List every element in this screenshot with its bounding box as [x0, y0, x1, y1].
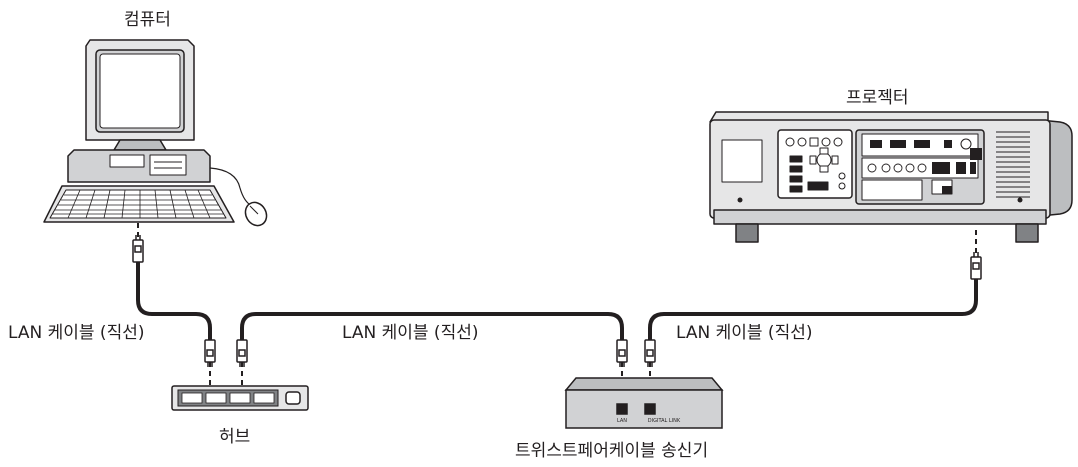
cable-label-hub-transmitter: LAN 케이블 (직선)	[342, 323, 479, 343]
digital-link-port-icon	[644, 403, 656, 415]
cable-hub-transmitter	[240, 312, 624, 342]
connector-computer	[132, 235, 144, 263]
mouse-icon	[244, 201, 268, 227]
vent-grille-icon	[996, 131, 1030, 198]
projector-foot-icon	[1015, 223, 1039, 243]
cable-label-computer-hub: LAN 케이블 (직선)	[8, 323, 145, 343]
transmitter-dl-port-label: DIGITAL LINK	[648, 418, 681, 424]
projector-digital-link-port-icon	[970, 148, 982, 160]
transmitter-label: 트위스트페어케이블 송신기	[515, 441, 709, 461]
lan-port-icon	[616, 403, 628, 415]
mouse-cable	[209, 167, 253, 207]
connector-hub-right	[236, 339, 248, 367]
hub-icon	[171, 385, 309, 411]
computer-label: 컴퓨터	[124, 10, 171, 30]
cable-transmitter-projector	[648, 276, 978, 342]
connector-hub-left	[204, 339, 216, 367]
connector-projector	[970, 252, 982, 280]
computer-icon	[43, 39, 268, 227]
projector-foot-icon	[735, 223, 759, 243]
hub-label: 허브	[219, 427, 251, 447]
connector-transmitter-dl	[644, 339, 656, 367]
lan-cables	[136, 260, 978, 342]
projector-icon	[709, 111, 1073, 243]
transmitter-icon: LAN DIGITAL LINK	[564, 377, 724, 429]
connector-transmitter-lan	[616, 339, 628, 367]
cable-label-transmitter-projector: LAN 케이블 (직선)	[676, 323, 813, 343]
rj45-connectors	[132, 235, 982, 367]
dashed-cable-ends	[137, 214, 977, 408]
transmitter-lan-port-label: LAN	[617, 418, 627, 424]
cable-computer-hub	[136, 260, 212, 342]
projector-label: 프로젝터	[846, 88, 909, 108]
